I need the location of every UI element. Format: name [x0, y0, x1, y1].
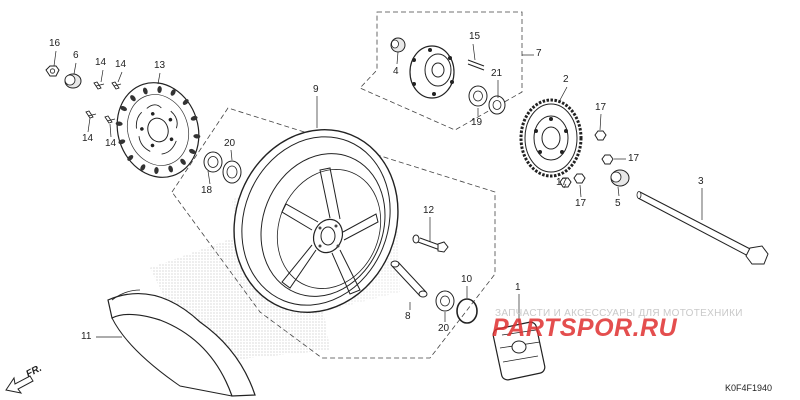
seal-19	[488, 95, 506, 115]
callout-14: 14	[82, 133, 94, 144]
callout-17: 17	[575, 198, 587, 209]
callout-18: 18	[201, 185, 213, 196]
spacer-8	[390, 260, 428, 298]
callout-17: 17	[595, 102, 607, 113]
seal-18	[222, 160, 242, 184]
callout-17: 17	[628, 153, 640, 164]
bolt-14-set	[85, 81, 122, 124]
callout-14: 14	[95, 57, 107, 68]
callout-7: 7	[536, 48, 542, 59]
rear-axle	[636, 191, 769, 265]
rear-wheel	[233, 129, 399, 313]
collar-5	[610, 169, 630, 187]
front-direction-arrow-icon	[5, 375, 34, 394]
callout-21: 21	[491, 68, 503, 79]
brake-disc	[115, 82, 201, 178]
callout-10: 10	[461, 274, 473, 285]
bearing-20-bottom	[435, 290, 455, 312]
hub-group-box	[359, 11, 523, 131]
nut-16	[45, 65, 60, 77]
callout-16: 16	[49, 38, 61, 49]
callout-12: 12	[423, 205, 435, 216]
wheel-damper	[492, 321, 546, 381]
collar-6	[64, 73, 82, 89]
callout-4: 4	[393, 66, 399, 77]
wheel-group-box	[171, 107, 496, 359]
watermark-tagline: ЗАПЧАСТИ И АКСЕССУАРЫ ДЛЯ МОТОТЕХНИКИ	[495, 308, 743, 319]
callout-9: 9	[313, 84, 319, 95]
callout-19: 19	[471, 117, 483, 128]
driven-sprocket	[519, 98, 583, 178]
nut-17-set	[559, 130, 614, 188]
collar-4	[390, 37, 406, 53]
callout-2: 2	[563, 74, 569, 85]
hub-flange	[409, 45, 455, 99]
bearing-20-left	[203, 151, 223, 173]
callout-8: 8	[405, 311, 411, 322]
bolt-12	[412, 234, 449, 253]
callout-15: 15	[469, 31, 481, 42]
watermark-logo: PARTSPOR.RU	[492, 314, 678, 342]
callout-3: 3	[698, 176, 704, 187]
callout-14: 14	[105, 138, 117, 149]
o-ring-10	[456, 298, 478, 324]
callout-20: 20	[224, 138, 236, 149]
callout-14: 14	[115, 59, 127, 70]
leader-lines	[53, 43, 703, 338]
callout-6: 6	[73, 50, 79, 61]
rear-fender	[107, 289, 256, 397]
callout-1: 1	[515, 282, 521, 293]
diagram-code: K0F4F1940	[725, 383, 773, 393]
callout-13: 13	[154, 60, 166, 71]
callout-20: 20	[438, 323, 450, 334]
callout-5: 5	[615, 198, 621, 209]
callout-11: 11	[81, 331, 92, 342]
bearing-21	[468, 85, 488, 107]
pin-15	[467, 59, 485, 71]
callout-17: 17	[556, 177, 568, 188]
